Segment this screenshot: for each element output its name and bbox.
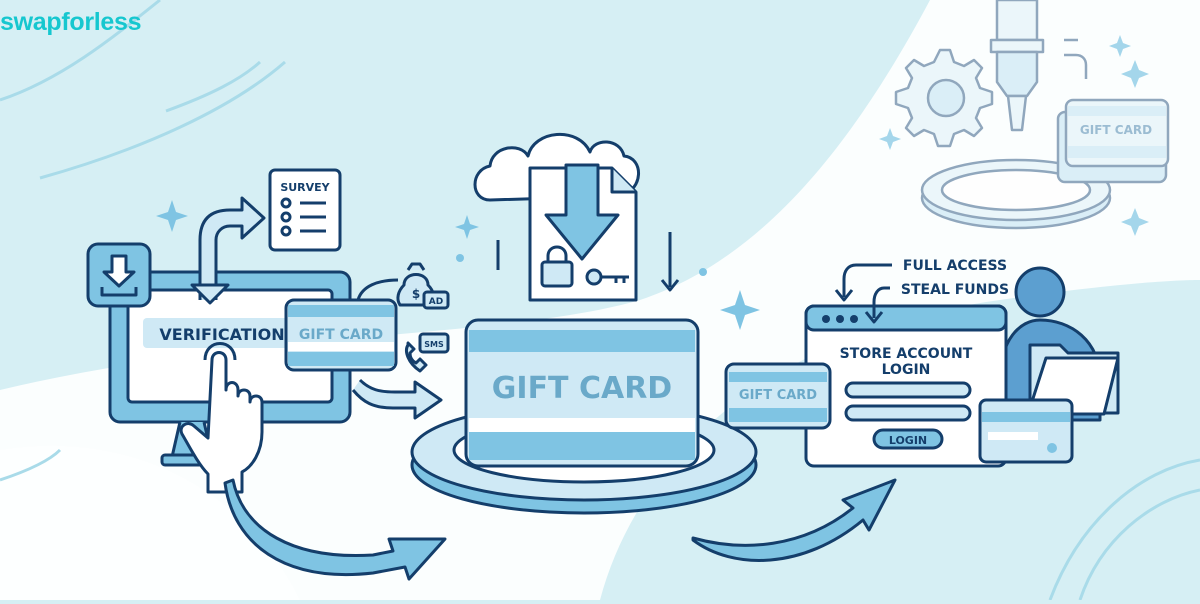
right-scene <box>724 263 1120 468</box>
svg-text:$: $ <box>412 287 420 301</box>
login-title-line1: STORE ACCOUNT <box>840 346 973 362</box>
credit-card-icon <box>978 398 1074 464</box>
key-icon <box>585 268 603 286</box>
top-right-scene <box>894 0 1170 230</box>
survey-label: SURVEY <box>280 181 330 194</box>
login-button-label: LOGIN <box>889 434 927 447</box>
flow-arrow-right-icon <box>691 478 897 562</box>
ad-badge: AD <box>429 297 443 307</box>
login-title-line2: LOGIN <box>882 362 931 378</box>
small-gift-card-label: GIFT CARD <box>299 327 383 343</box>
flow-arrow-left-icon <box>223 478 447 581</box>
login-button <box>872 428 944 450</box>
steal-funds-annotation: STEAL FUNDS <box>901 282 1009 298</box>
brand-logo[interactable]: swapforless <box>0 8 142 36</box>
sparkle-icons <box>156 35 1149 330</box>
left-scene <box>86 168 450 494</box>
top-gift-card-label: GIFT CARD <box>1080 123 1152 137</box>
padlock-icon <box>540 260 574 288</box>
main-gift-card-label: GIFT CARD <box>492 371 672 406</box>
hand-pointer-icon <box>179 351 264 494</box>
sms-badge: SMS <box>424 340 444 349</box>
user-silhouette-icon <box>1014 266 1066 318</box>
phone-icon <box>405 341 428 373</box>
full-access-annotation: FULL ACCESS <box>903 258 1007 274</box>
side-gift-card-label: GIFT CARD <box>739 388 817 403</box>
center-scene <box>410 133 758 515</box>
nozzle-icon <box>995 0 1039 42</box>
verification-label: VERIFICATION <box>159 325 284 344</box>
flow-arrows <box>223 478 897 581</box>
